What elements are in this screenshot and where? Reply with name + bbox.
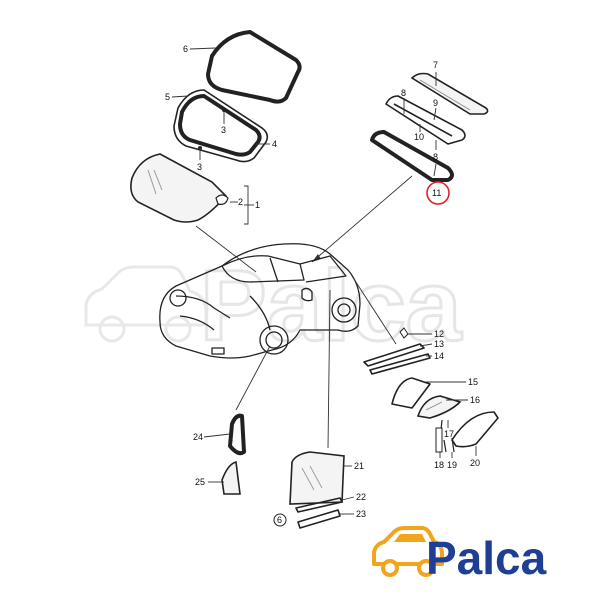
windshield-moulding <box>173 89 269 163</box>
callout-20: 20 <box>470 458 480 468</box>
windshield-assembly <box>130 30 302 223</box>
callout-3a: 3 <box>221 125 226 135</box>
callout-4: 4 <box>272 139 277 149</box>
highlight-circle <box>426 181 450 205</box>
callout-9: 9 <box>433 98 438 108</box>
vent-seal-15 <box>391 377 431 409</box>
vent-glass-16 <box>416 395 462 419</box>
car-body <box>159 243 361 359</box>
callout-16: 16 <box>470 395 480 405</box>
leader-windshield <box>195 225 257 273</box>
windshield-seal <box>178 94 262 157</box>
vent-window-parts <box>363 327 499 453</box>
callout-7: 7 <box>433 60 438 70</box>
callout-23: 23 <box>356 509 366 519</box>
callout-18: 18 <box>434 460 444 470</box>
callout-19: 19 <box>447 460 457 470</box>
callout-3b: 3 <box>197 162 202 172</box>
callout-5: 5 <box>165 92 170 102</box>
callout-10: 10 <box>414 132 424 142</box>
vent-frame-20 <box>451 411 499 448</box>
trim-strip-13 <box>363 343 425 367</box>
callout-17: 17 <box>444 429 454 439</box>
callout-6: 6 <box>183 44 188 54</box>
rear-window-assembly <box>370 72 489 182</box>
rear-moulding-10 <box>385 95 466 145</box>
callout-leaders <box>171 47 477 515</box>
callout-13: 13 <box>434 339 444 349</box>
corner-glass-25 <box>221 461 241 495</box>
leader-14 <box>351 275 397 345</box>
watermark: Palca <box>84 249 464 364</box>
leader-21 <box>327 289 331 449</box>
logo-text: Palca <box>426 532 547 584</box>
corner-seal-24 <box>228 413 246 456</box>
clip-icon <box>222 108 226 112</box>
leader-11 <box>311 175 413 263</box>
window-channel-22 <box>295 497 343 513</box>
callout-15: 15 <box>468 377 478 387</box>
trim-strip-14 <box>369 353 431 375</box>
mirror-mount-icon <box>215 194 229 205</box>
watermark-car-icon <box>84 265 208 343</box>
callout-12: 12 <box>434 329 444 339</box>
windshield-glass <box>130 153 228 223</box>
car-icon <box>372 526 444 577</box>
callout-2: 2 <box>238 197 243 207</box>
svg-text:6: 6 <box>277 515 282 525</box>
callout-8b: 8 <box>433 152 438 162</box>
callout-8a: 8 <box>401 88 406 98</box>
leader-24 <box>235 345 271 411</box>
rear-glass-7 <box>410 72 489 115</box>
callout-25: 25 <box>195 477 205 487</box>
callout-14: 14 <box>434 351 444 361</box>
callout-24: 24 <box>193 432 203 442</box>
callout-22: 22 <box>356 492 366 502</box>
windshield-outer-seal <box>206 30 302 104</box>
door-glass-parts: 6 <box>221 413 345 529</box>
callout-11: 11 <box>432 188 441 198</box>
callout-21: 21 <box>354 461 364 471</box>
callout-labels: 6 5 3 3 4 2 1 7 8 9 10 8 11 12 13 14 15 … <box>165 44 480 519</box>
rear-seal-11 <box>370 130 454 182</box>
nut-6-icon <box>273 513 287 527</box>
window-channel-23 <box>297 509 341 529</box>
callout-1: 1 <box>255 200 260 210</box>
palca-logo: Palca <box>372 526 547 584</box>
